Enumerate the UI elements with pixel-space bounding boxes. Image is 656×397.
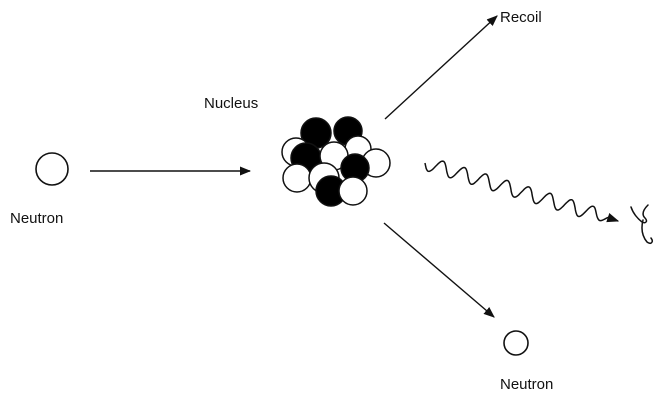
gamma-wave [424,160,620,223]
outgoing-neutron [503,330,529,356]
incoming-neutron [35,152,69,186]
incoming-neutron-label: Neutron [10,210,63,227]
gamma-icon [630,204,653,244]
nucleus-label: Nucleus [204,95,258,112]
nucleon [338,176,368,206]
nucleus [281,116,391,207]
recoil-arrow [384,15,498,120]
recoil-label: Recoil [500,9,542,26]
scattered-neutron-arrow [383,222,495,318]
outgoing-neutron-label: Neutron [500,376,553,393]
nucleon [282,163,312,193]
